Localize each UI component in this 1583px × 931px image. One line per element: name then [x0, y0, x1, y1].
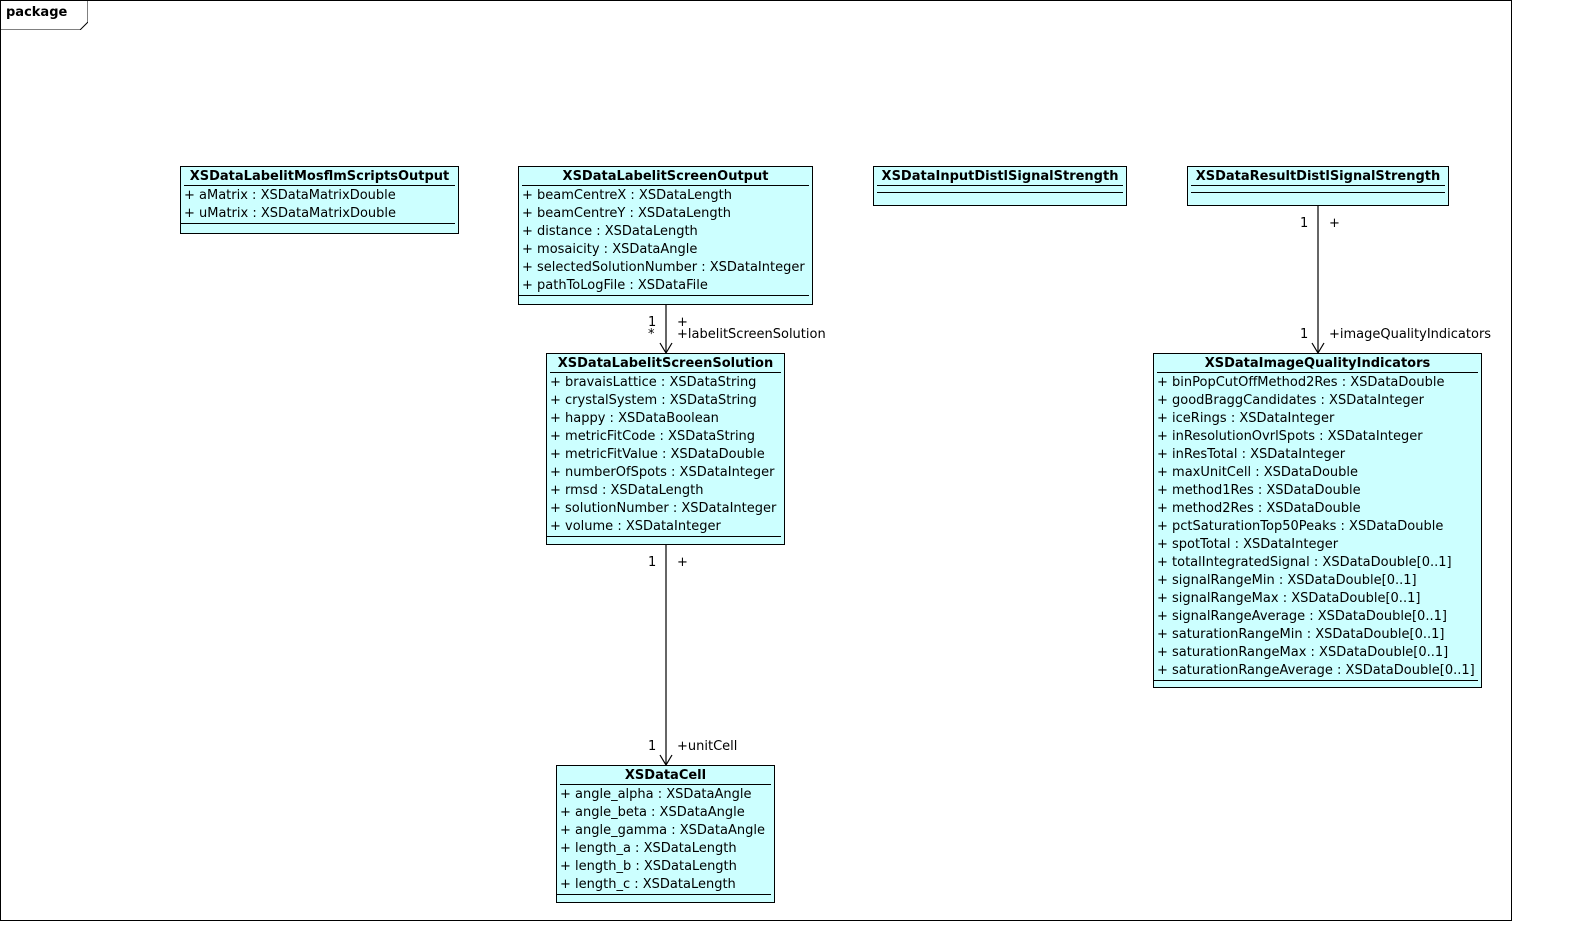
- role-label: +: [1329, 216, 1340, 231]
- attribute: + happy : XSDataBoolean: [550, 411, 719, 426]
- attribute: + angle_gamma : XSDataAngle: [560, 823, 765, 838]
- operation-compartment: [874, 193, 1126, 199]
- class-xsdata-image-quality-indicators[interactable]: XSDataImageQualityIndicators + binPopCut…: [1153, 353, 1482, 688]
- role-label: +: [677, 555, 688, 570]
- attribute: + spotTotal : XSDataInteger: [1157, 537, 1339, 552]
- attribute: + beamCentreX : XSDataLength: [522, 188, 732, 203]
- attribute: + rmsd : XSDataLength: [550, 483, 704, 498]
- operation-compartment: [1188, 193, 1448, 199]
- attribute: + saturationRangeAverage : XSDataDouble[…: [1157, 663, 1475, 678]
- package-label: package: [6, 5, 68, 20]
- attribute: + maxUnitCell : XSDataDouble: [1157, 465, 1359, 480]
- attribute: + length_c : XSDataLength: [560, 877, 736, 892]
- attribute-compartment: + beamCentreX : XSDataLength + beamCentr…: [519, 186, 809, 296]
- attribute: + aMatrix : XSDataMatrixDouble: [184, 188, 396, 203]
- attribute: + method1Res : XSDataDouble: [1157, 483, 1361, 498]
- role-label: +imageQualityIndicators: [1329, 327, 1492, 342]
- class-xsdata-cell[interactable]: XSDataCell + angle_alpha : XSDataAngle +…: [556, 765, 775, 903]
- attribute-compartment: + angle_alpha : XSDataAngle + angle_beta…: [557, 785, 771, 895]
- attribute: + numberOfSpots : XSDataInteger: [550, 465, 775, 480]
- class-name: XSDataLabelitMosflmScriptsOutput: [184, 167, 455, 186]
- class-name: XSDataImageQualityIndicators: [1157, 354, 1478, 373]
- operation-compartment: [547, 537, 784, 543]
- class-name: XSDataLabelitScreenOutput: [522, 167, 809, 186]
- attribute: + goodBraggCandidates : XSDataInteger: [1157, 393, 1425, 408]
- multiplicity-label: 1: [1300, 216, 1309, 231]
- attribute: + pctSaturationTop50Peaks : XSDataDouble: [1157, 519, 1444, 534]
- operation-compartment: [181, 224, 458, 230]
- class-xsdata-result-distl-signal-strength[interactable]: XSDataResultDistlSignalStrength: [1187, 166, 1449, 206]
- attribute: + inResolutionOvrlSpots : XSDataInteger: [1157, 429, 1423, 444]
- operation-compartment: [557, 895, 774, 901]
- attribute: + length_a : XSDataLength: [560, 841, 737, 856]
- package-tab: [0, 0, 88, 30]
- attribute: + inResTotal : XSDataInteger: [1157, 447, 1346, 462]
- class-name: XSDataInputDistlSignalStrength: [877, 167, 1123, 186]
- role-label: +: [677, 315, 688, 330]
- multiplicity-label: *: [648, 327, 655, 342]
- attribute: + pathToLogFile : XSDataFile: [522, 278, 708, 293]
- package-frame: [0, 0, 1512, 921]
- multiplicity-label: 1: [648, 739, 657, 754]
- class-xsdata-labelit-mosflm-scripts-output[interactable]: XSDataLabelitMosflmScriptsOutput + aMatr…: [180, 166, 459, 234]
- attribute: + mosaicity : XSDataAngle: [522, 242, 698, 257]
- operation-compartment: [519, 296, 812, 302]
- attribute: + saturationRangeMin : XSDataDouble[0..1…: [1157, 627, 1445, 642]
- class-name: XSDataResultDistlSignalStrength: [1191, 167, 1445, 186]
- attribute: + bravaisLattice : XSDataString: [550, 375, 757, 390]
- attribute: + selectedSolutionNumber : XSDataInteger: [522, 260, 805, 275]
- attribute: + iceRings : XSDataInteger: [1157, 411, 1335, 426]
- attribute-compartment: + aMatrix : XSDataMatrixDouble + uMatrix…: [181, 186, 455, 224]
- role-label: +unitCell: [677, 739, 738, 754]
- attribute: + beamCentreY : XSDataLength: [522, 206, 731, 221]
- attribute: + length_b : XSDataLength: [560, 859, 737, 874]
- class-xsdata-labelit-screen-output[interactable]: XSDataLabelitScreenOutput + beamCentreX …: [518, 166, 813, 305]
- attribute: + uMatrix : XSDataMatrixDouble: [184, 206, 397, 221]
- attribute: + distance : XSDataLength: [522, 224, 698, 239]
- multiplicity-label: 1: [648, 555, 657, 570]
- attribute: + solutionNumber : XSDataInteger: [550, 501, 777, 516]
- attribute: + binPopCutOffMethod2Res : XSDataDouble: [1157, 375, 1445, 390]
- attribute: + signalRangeMax : XSDataDouble[0..1]: [1157, 591, 1421, 606]
- operation-compartment: [1154, 681, 1481, 687]
- role-label: +labelitScreenSolution: [677, 327, 826, 342]
- attribute: + totalIntegratedSignal : XSDataDouble[0…: [1157, 555, 1452, 570]
- attribute: + angle_alpha : XSDataAngle: [560, 787, 752, 802]
- attribute: + method2Res : XSDataDouble: [1157, 501, 1361, 516]
- class-xsdata-input-distl-signal-strength[interactable]: XSDataInputDistlSignalStrength: [873, 166, 1127, 206]
- attribute-compartment: [877, 186, 1123, 193]
- class-name: XSDataCell: [560, 766, 771, 785]
- attribute: + metricFitCode : XSDataString: [550, 429, 756, 444]
- class-name: XSDataLabelitScreenSolution: [550, 354, 781, 373]
- attribute: + signalRangeMin : XSDataDouble[0..1]: [1157, 573, 1417, 588]
- attribute-compartment: + bravaisLattice : XSDataString + crysta…: [547, 373, 781, 537]
- attribute: + volume : XSDataInteger: [550, 519, 721, 534]
- attribute-compartment: [1191, 186, 1445, 193]
- attribute: + saturationRangeMax : XSDataDouble[0..1…: [1157, 645, 1449, 660]
- attribute-compartment: + binPopCutOffMethod2Res : XSDataDouble …: [1154, 373, 1478, 681]
- attribute: + angle_beta : XSDataAngle: [560, 805, 745, 820]
- multiplicity-label: 1: [648, 315, 657, 330]
- attribute: + crystalSystem : XSDataString: [550, 393, 757, 408]
- attribute: + metricFitValue : XSDataDouble: [550, 447, 765, 462]
- multiplicity-label: 1: [1300, 327, 1309, 342]
- attribute: + signalRangeAverage : XSDataDouble[0..1…: [1157, 609, 1447, 624]
- class-xsdata-labelit-screen-solution[interactable]: XSDataLabelitScreenSolution + bravaisLat…: [546, 353, 785, 545]
